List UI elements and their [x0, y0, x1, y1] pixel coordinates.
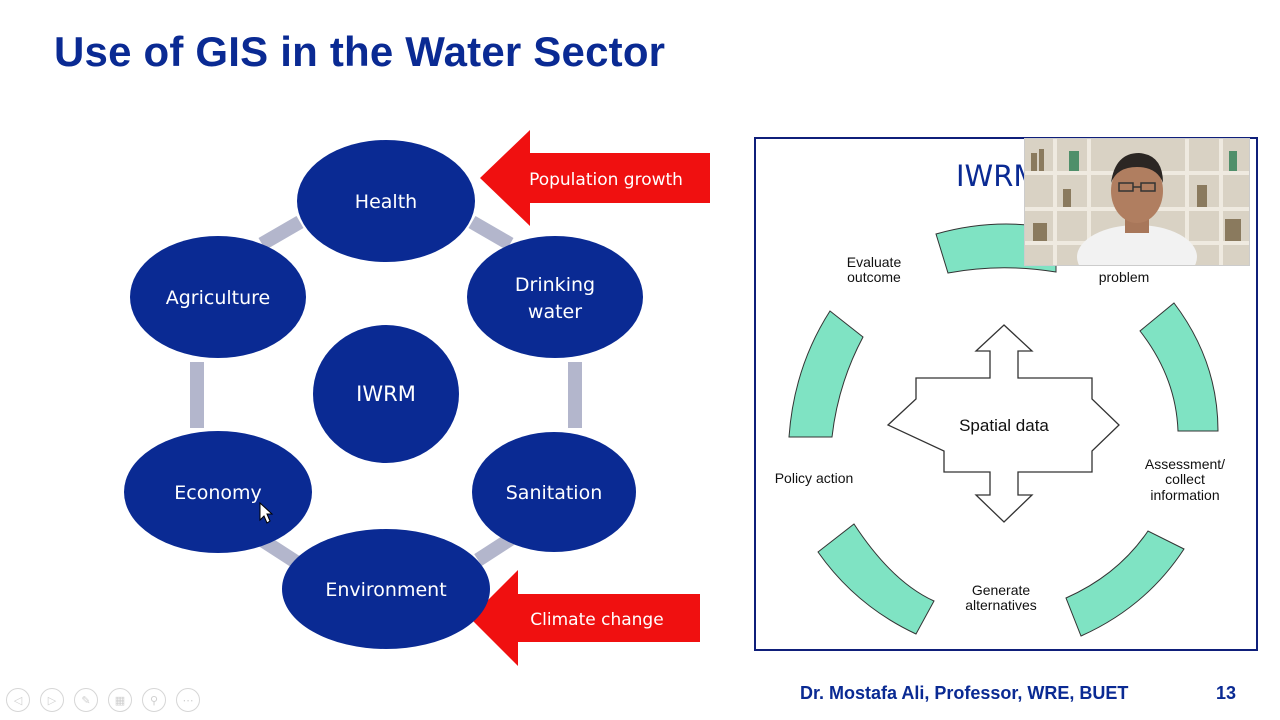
pen-icon[interactable]: ✎ — [74, 688, 98, 712]
step-generate-line2: alternatives — [965, 597, 1037, 613]
climate-change-arrow: Climate change — [470, 570, 700, 666]
step-assess-line1: Assessment/ — [1145, 456, 1225, 472]
presenter-webcam — [1024, 138, 1250, 266]
step-assess-line3: information — [1150, 487, 1219, 503]
step-assess-line2: collect — [1165, 471, 1205, 487]
iwrm-cycle-diagram: Population growth Climate change Health … — [124, 130, 710, 666]
cycle-ring — [190, 215, 582, 568]
svg-text:Environment: Environment — [325, 579, 446, 601]
svg-text:Agriculture: Agriculture — [166, 287, 271, 309]
more-icon[interactable]: ⋯ — [176, 688, 200, 712]
spatial-data-label: Spatial data — [959, 416, 1049, 435]
population-growth-label: Population growth — [529, 170, 683, 190]
node-environment: Environment — [282, 529, 490, 649]
zoom-icon[interactable]: ⚲ — [142, 688, 166, 712]
node-drinking-water: Drinking water — [467, 236, 643, 358]
node-economy: Economy — [124, 431, 312, 553]
step-define-line2: problem — [1099, 269, 1150, 285]
iwrm-cycle-figure: Spatial data Evaluate outcome problem As… — [775, 223, 1225, 637]
population-growth-arrow: Population growth — [480, 130, 710, 226]
previous-icon[interactable]: ◁ — [6, 688, 30, 712]
svg-text:Economy: Economy — [174, 482, 262, 504]
mouse-cursor-icon — [259, 501, 274, 524]
step-evaluate-line2: outcome — [847, 269, 901, 285]
node-sanitation: Sanitation — [472, 432, 636, 552]
climate-change-label: Climate change — [530, 610, 663, 630]
step-generate-line1: Generate — [972, 582, 1031, 598]
slide-footer: Dr. Mostafa Ali, Professor, WRE, BUET — [800, 683, 1129, 703]
cycle-segments — [788, 223, 1219, 637]
slide-title: Use of GIS in the Water Sector — [54, 28, 666, 75]
step-policy-action: Policy action — [775, 470, 854, 486]
svg-text:Drinking: Drinking — [515, 274, 595, 296]
spatial-data-arrows: Spatial data — [886, 324, 1120, 523]
next-icon[interactable]: ▷ — [40, 688, 64, 712]
step-evaluate-line1: Evaluate — [847, 254, 902, 270]
node-health: Health — [297, 140, 475, 262]
svg-text:Sanitation: Sanitation — [506, 482, 603, 504]
svg-text:Health: Health — [355, 191, 417, 213]
svg-text:water: water — [528, 301, 582, 323]
presentation-nav-toolbar: ◁ ▷ ✎ ▦ ⚲ ⋯ — [6, 688, 200, 712]
node-iwrm-center: IWRM — [313, 325, 459, 463]
node-agriculture: Agriculture — [130, 236, 306, 358]
slide-page-number: 13 — [1216, 683, 1237, 703]
slides-icon[interactable]: ▦ — [108, 688, 132, 712]
presenter-video-frame — [1025, 139, 1249, 265]
svg-text:IWRM: IWRM — [356, 382, 416, 406]
